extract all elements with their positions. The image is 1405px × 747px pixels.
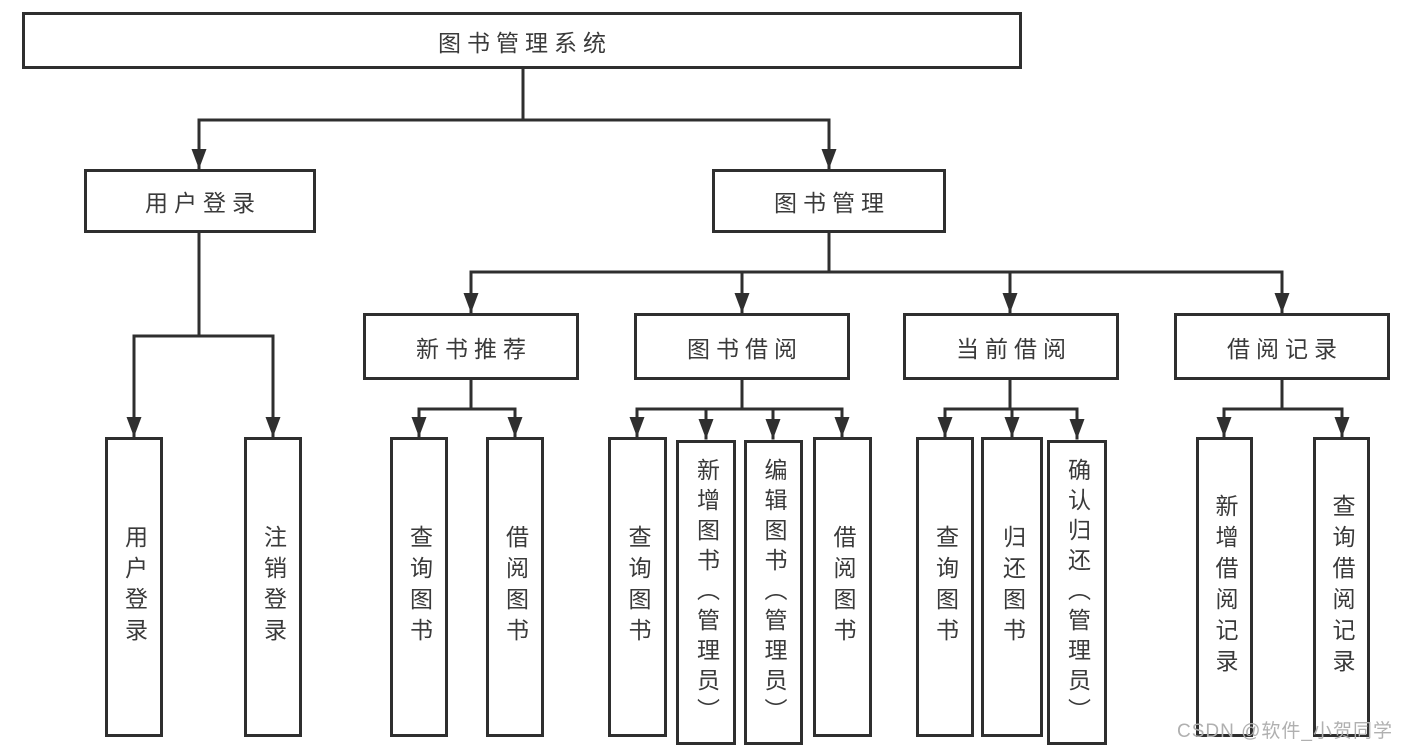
- leaf-user-login-label: 用户登录: [121, 525, 148, 649]
- leaf-bookborrow-edit-label: 编辑图书（管理员）: [761, 457, 787, 728]
- leaf-user-logout-label: 注销登录: [260, 525, 287, 649]
- leaf-bookborrow-query-label: 查询图书: [625, 525, 651, 649]
- leaf-user-login: 用户登录: [105, 437, 163, 737]
- csdn-watermark: CSDN @软件_小贺同学: [1177, 721, 1393, 742]
- node-book-branch-label: 图书管理: [774, 190, 890, 216]
- leaf-currentborrow-query-label: 查询图书: [932, 525, 959, 649]
- leaf-currentborrow-query: 查询图书: [916, 437, 974, 737]
- leaf-newbooks-query: 查询图书: [390, 437, 448, 737]
- node-current-borrow-label: 当前借阅: [956, 335, 1072, 362]
- node-user-branch-label: 用户登录: [145, 190, 261, 216]
- node-book-branch: 图书管理: [712, 169, 946, 233]
- leaf-currentborrow-return-label: 归还图书: [999, 525, 1026, 649]
- node-book-borrow-label: 图书借阅: [687, 335, 803, 362]
- leaf-records-query-label: 查询借阅记录: [1329, 494, 1355, 680]
- leaf-records-query: 查询借阅记录: [1313, 437, 1370, 737]
- leaf-bookborrow-add-label: 新增图书（管理员）: [693, 457, 720, 728]
- leaf-bookborrow-edit: 编辑图书（管理员）: [744, 440, 803, 745]
- leaf-bookborrow-add: 新增图书（管理员）: [676, 440, 736, 745]
- leaf-currentborrow-return: 归还图书: [981, 437, 1043, 737]
- leaf-currentborrow-confirm-label: 确认归还（管理员）: [1064, 457, 1091, 728]
- leaf-records-add-label: 新增借阅记录: [1212, 494, 1238, 680]
- leaf-bookborrow-borrow: 借阅图书: [813, 437, 872, 737]
- node-root: 图书管理系统: [22, 12, 1022, 69]
- leaf-user-logout: 注销登录: [244, 437, 302, 737]
- node-new-books-label: 新书推荐: [416, 335, 532, 362]
- leaf-newbooks-borrow-label: 借阅图书: [502, 525, 529, 649]
- node-new-books: 新书推荐: [363, 313, 579, 380]
- leaf-newbooks-borrow: 借阅图书: [486, 437, 544, 737]
- node-book-borrow: 图书借阅: [634, 313, 850, 380]
- leaf-currentborrow-confirm: 确认归还（管理员）: [1047, 440, 1107, 745]
- node-borrow-records: 借阅记录: [1174, 313, 1390, 380]
- node-current-borrow: 当前借阅: [903, 313, 1119, 380]
- leaf-bookborrow-query: 查询图书: [608, 437, 667, 737]
- node-borrow-records-label: 借阅记录: [1227, 335, 1343, 362]
- node-root-label: 图书管理系统: [438, 29, 612, 56]
- node-user-branch: 用户登录: [84, 169, 316, 233]
- leaf-records-add: 新增借阅记录: [1196, 437, 1253, 737]
- leaf-newbooks-query-label: 查询图书: [406, 525, 433, 649]
- leaf-bookborrow-borrow-label: 借阅图书: [830, 525, 856, 649]
